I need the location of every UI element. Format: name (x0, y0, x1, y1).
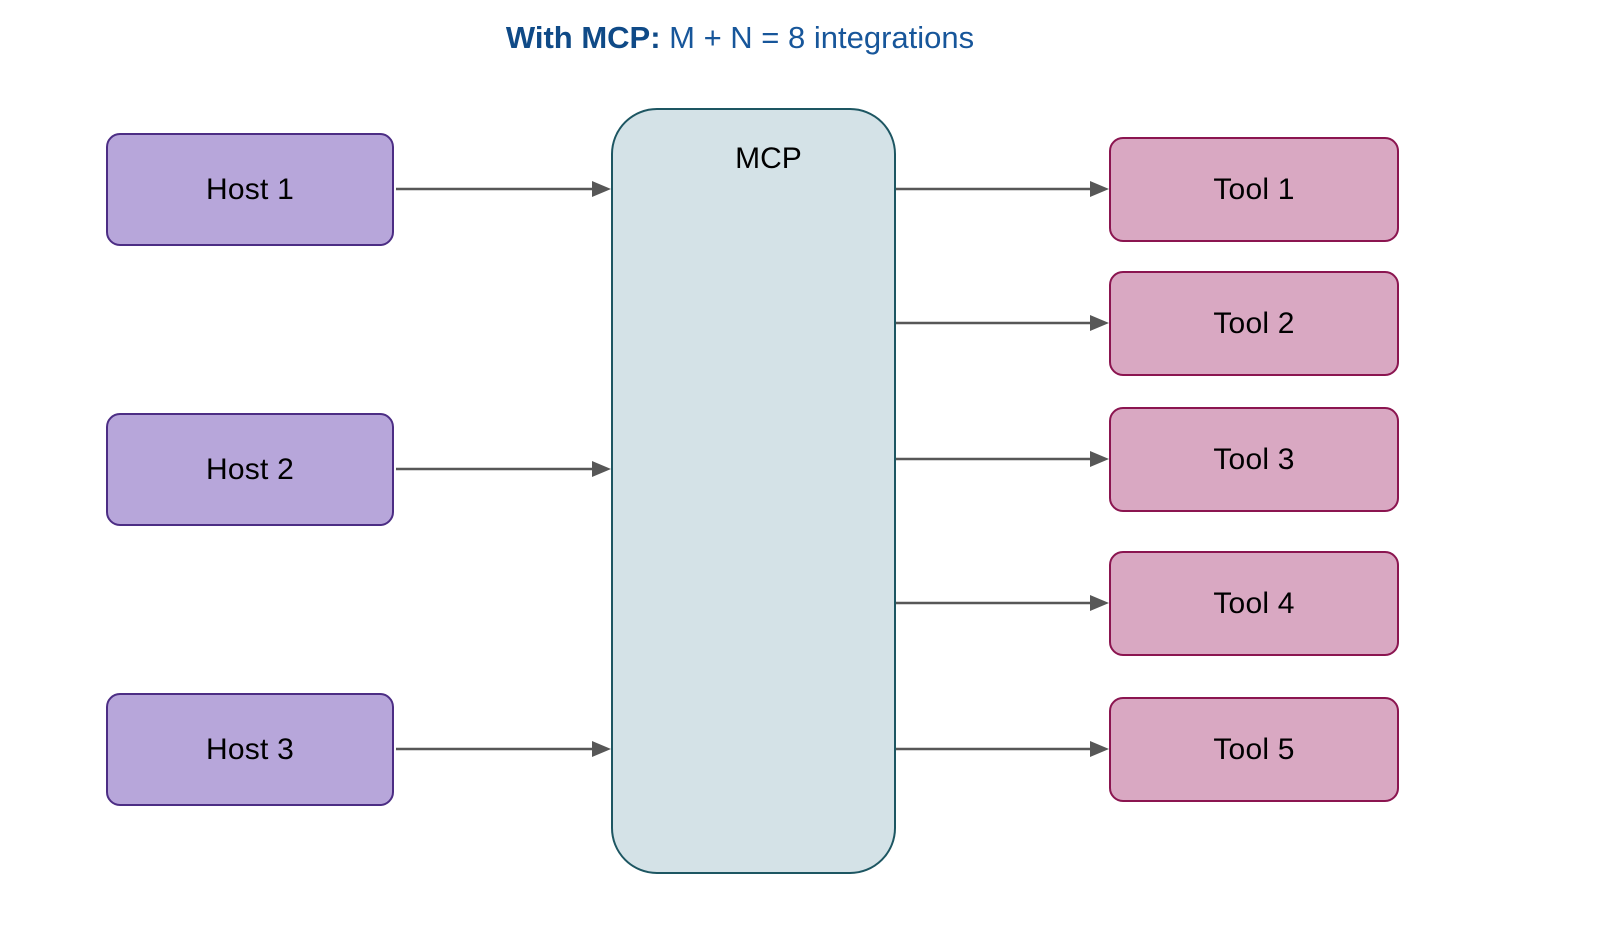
host-node-3-label: Host 3 (206, 732, 294, 766)
host-node-3[interactable]: Host 3 (106, 693, 394, 806)
host-node-2[interactable]: Host 2 (106, 413, 394, 526)
tool-node-1-label: Tool 1 (1213, 172, 1295, 206)
tool-node-4[interactable]: Tool 4 (1109, 551, 1399, 656)
tool-node-4-label: Tool 4 (1213, 586, 1295, 620)
host-node-1-label: Host 1 (206, 172, 294, 206)
connector-mcp-tool5 (882, 741, 1109, 757)
connector-mcp-tool4 (882, 595, 1109, 611)
title-rest: M + N = 8 integrations (660, 20, 975, 55)
title-strong: With MCP: (505, 20, 661, 55)
tool-node-2-label: Tool 2 (1213, 306, 1295, 340)
host-node-1[interactable]: Host 1 (106, 133, 394, 246)
connector-host2-mcp (396, 461, 611, 477)
connector-mcp-tool1 (882, 181, 1109, 197)
tool-node-2[interactable]: Tool 2 (1109, 271, 1399, 376)
connector-host1-mcp (396, 181, 611, 197)
page-title: With MCP: M + N = 8 integrations (0, 16, 1480, 60)
tool-node-3[interactable]: Tool 3 (1109, 407, 1399, 512)
mcp-hub-label: MCP (735, 142, 802, 175)
host-node-2-label: Host 2 (206, 452, 294, 486)
connector-mcp-tool3 (882, 451, 1109, 467)
connector-mcp-tool2 (882, 315, 1109, 331)
tool-node-3-label: Tool 3 (1213, 442, 1295, 476)
tool-node-1[interactable]: Tool 1 (1109, 137, 1399, 242)
connector-host3-mcp (396, 741, 611, 757)
mcp-hub-container[interactable]: MCP (611, 108, 896, 874)
tool-node-5-label: Tool 5 (1213, 732, 1295, 766)
tool-node-5[interactable]: Tool 5 (1109, 697, 1399, 802)
